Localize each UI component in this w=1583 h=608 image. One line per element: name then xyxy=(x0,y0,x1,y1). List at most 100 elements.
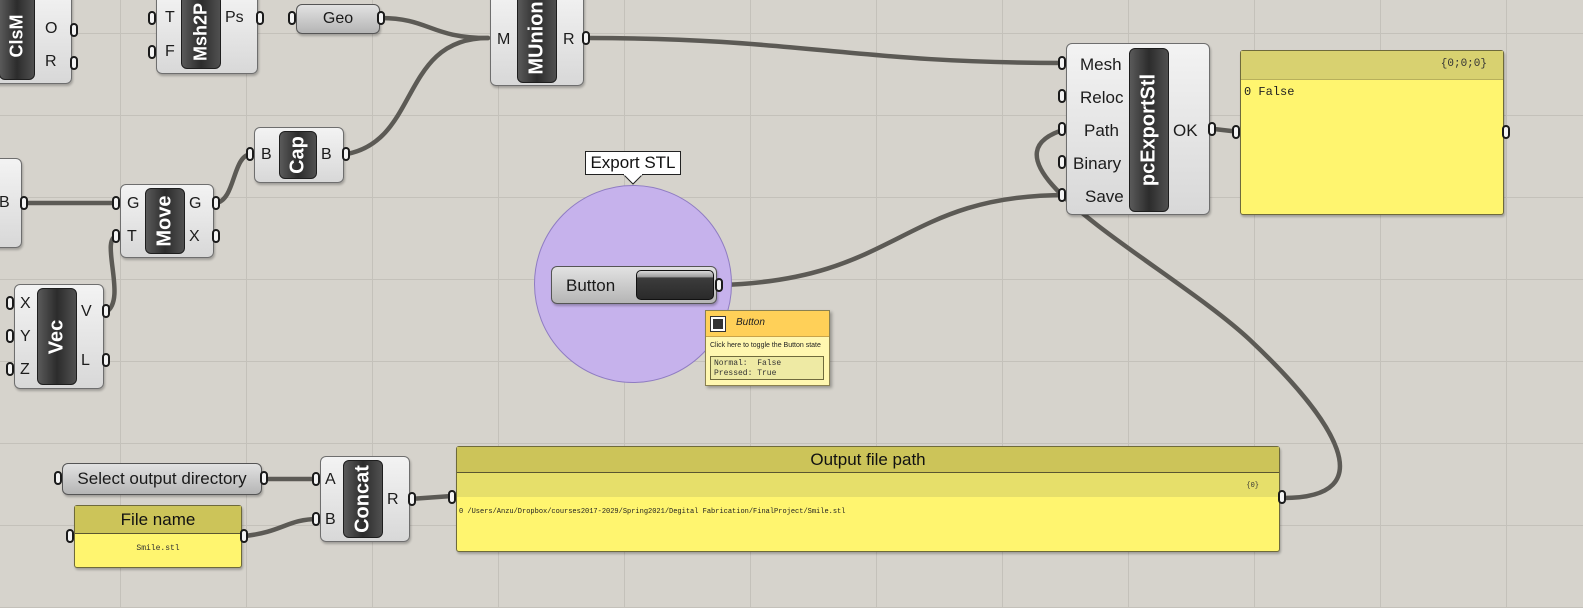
move-name: Move xyxy=(153,195,176,247)
move-g-in-port[interactable] xyxy=(112,196,120,210)
cap-core[interactable]: Cap xyxy=(279,131,317,179)
ok-panel-out-port[interactable] xyxy=(1502,125,1510,139)
clsm-name: ClsM xyxy=(6,14,27,58)
wire-concat-to-output xyxy=(407,493,455,502)
export-input-save: Save xyxy=(1085,187,1124,206)
geo-in-port[interactable] xyxy=(288,11,296,25)
concat-component[interactable]: A B Concat R xyxy=(320,456,410,542)
output-panel-title: Output file path xyxy=(457,447,1279,473)
concat-r-port[interactable] xyxy=(408,492,416,506)
select-directory-in-port[interactable] xyxy=(54,471,62,485)
ok-panel-in-port[interactable] xyxy=(1232,125,1240,139)
pcexportstl-core[interactable]: pcExportStl xyxy=(1129,48,1169,212)
select-directory-label: Select output directory xyxy=(77,469,247,488)
msh2p-core[interactable]: Msh2P xyxy=(181,0,221,69)
concat-core[interactable]: Concat xyxy=(343,460,383,538)
cap-name: Cap xyxy=(286,136,309,174)
concat-b-port[interactable] xyxy=(312,512,320,526)
concat-a-port[interactable] xyxy=(312,472,320,486)
filename-out-port[interactable] xyxy=(240,529,248,543)
wire-button-to-save xyxy=(717,192,1069,288)
pcexportstl-name: pcExportStl xyxy=(1137,73,1160,187)
button-tooltip-icon xyxy=(710,316,726,332)
clsm-output-o: O xyxy=(45,20,58,37)
cap-component[interactable]: B Cap B xyxy=(254,127,344,183)
cap-in-port[interactable] xyxy=(246,147,254,161)
output-panel-in-port[interactable] xyxy=(448,490,456,504)
move-core[interactable]: Move xyxy=(145,188,185,254)
export-path-port[interactable] xyxy=(1058,122,1066,136)
filename-panel[interactable]: File name Smile.stl xyxy=(74,505,242,568)
export-save-port[interactable] xyxy=(1058,188,1066,202)
move-g-out-port[interactable] xyxy=(212,196,220,210)
ok-result-panel[interactable]: {0;0;0} 0 False xyxy=(1240,50,1504,215)
munion-core[interactable]: MUnion xyxy=(517,0,557,83)
concat-name: Concat xyxy=(351,465,374,533)
vec-x-port[interactable] xyxy=(6,296,14,310)
vec-component[interactable]: X Y Z Vec V L xyxy=(14,284,104,389)
filename-in-port[interactable] xyxy=(66,529,74,543)
move-x-out-port[interactable] xyxy=(212,229,220,243)
offscreen-output-b: B xyxy=(0,194,10,211)
export-input-path: Path xyxy=(1084,121,1119,140)
wire-filename-to-concat xyxy=(242,516,321,539)
move-t-in-port[interactable] xyxy=(112,229,120,243)
munion-component[interactable]: M MUnion R xyxy=(490,0,584,86)
munion-output-r: R xyxy=(563,31,575,48)
button-label: Button xyxy=(566,276,616,295)
clsm-component[interactable]: ClsM A O R xyxy=(0,0,72,84)
cap-input-b: B xyxy=(261,146,272,163)
msh2p-f-port[interactable] xyxy=(148,45,156,59)
msh2p-component[interactable]: T F Msh2P Ps xyxy=(156,0,258,74)
msh2p-t-port[interactable] xyxy=(148,11,156,25)
export-output-ok: OK xyxy=(1173,121,1198,140)
button-out-port[interactable] xyxy=(715,278,723,292)
tooltip-state-normal: Normal: False xyxy=(714,359,782,368)
cap-out-port[interactable] xyxy=(342,147,350,161)
export-input-mesh: Mesh xyxy=(1080,55,1122,74)
vec-l-port[interactable] xyxy=(102,353,110,367)
ok-panel-path: {0;0;0} xyxy=(1440,58,1487,70)
geo-param[interactable]: Geo xyxy=(296,4,380,34)
output-panel-subheader: {0} xyxy=(457,473,1279,497)
vec-v-port[interactable] xyxy=(102,304,110,318)
geo-out-port[interactable] xyxy=(377,11,385,25)
clsm-r-port[interactable] xyxy=(70,56,78,70)
export-stl-group-text: Export STL xyxy=(590,153,676,172)
pcexportstl-component[interactable]: Mesh Reloc Path Binary Save pcExportStl … xyxy=(1066,43,1210,215)
msh2p-input-t: T xyxy=(165,9,175,26)
export-input-reloc: Reloc xyxy=(1080,88,1124,107)
vec-z-port[interactable] xyxy=(6,362,14,376)
export-ok-port[interactable] xyxy=(1208,122,1216,136)
vec-output-v: V xyxy=(81,303,92,320)
export-mesh-port[interactable] xyxy=(1058,56,1066,70)
wire-geo-to-munion xyxy=(377,15,491,41)
export-binary-port[interactable] xyxy=(1058,155,1066,169)
munion-r-port[interactable] xyxy=(582,31,590,45)
offscreen-out-port[interactable] xyxy=(20,196,28,210)
select-directory-param[interactable]: Select output directory xyxy=(62,463,262,495)
clsm-core[interactable]: ClsM xyxy=(0,0,35,80)
move-component[interactable]: G T Move G X xyxy=(120,184,214,258)
munion-name: MUnion xyxy=(525,1,548,75)
msh2p-ps-port[interactable] xyxy=(256,11,264,25)
vec-name: Vec xyxy=(45,319,68,354)
geo-label: Geo xyxy=(322,10,354,27)
export-reloc-port[interactable] xyxy=(1058,89,1066,103)
offscreen-component[interactable]: B xyxy=(0,158,22,248)
move-input-t: T xyxy=(127,228,137,245)
vec-input-x: X xyxy=(20,295,31,312)
export-stl-group-label[interactable]: Export STL xyxy=(585,151,681,175)
button-face[interactable] xyxy=(636,270,714,300)
output-panel-out-port[interactable] xyxy=(1278,490,1286,504)
toggle-button-component[interactable]: Button xyxy=(551,266,717,304)
msh2p-output-ps: Ps xyxy=(225,9,244,26)
clsm-o-port[interactable] xyxy=(70,23,78,37)
vec-y-port[interactable] xyxy=(6,329,14,343)
wire-vec-to-move xyxy=(103,233,121,315)
output-path-panel[interactable]: Output file path {0} 0 /Users/Anzu/Dropb… xyxy=(456,446,1280,552)
clsm-output-r: R xyxy=(45,53,57,70)
vec-core[interactable]: Vec xyxy=(37,288,77,385)
select-directory-out-port[interactable] xyxy=(260,471,268,485)
